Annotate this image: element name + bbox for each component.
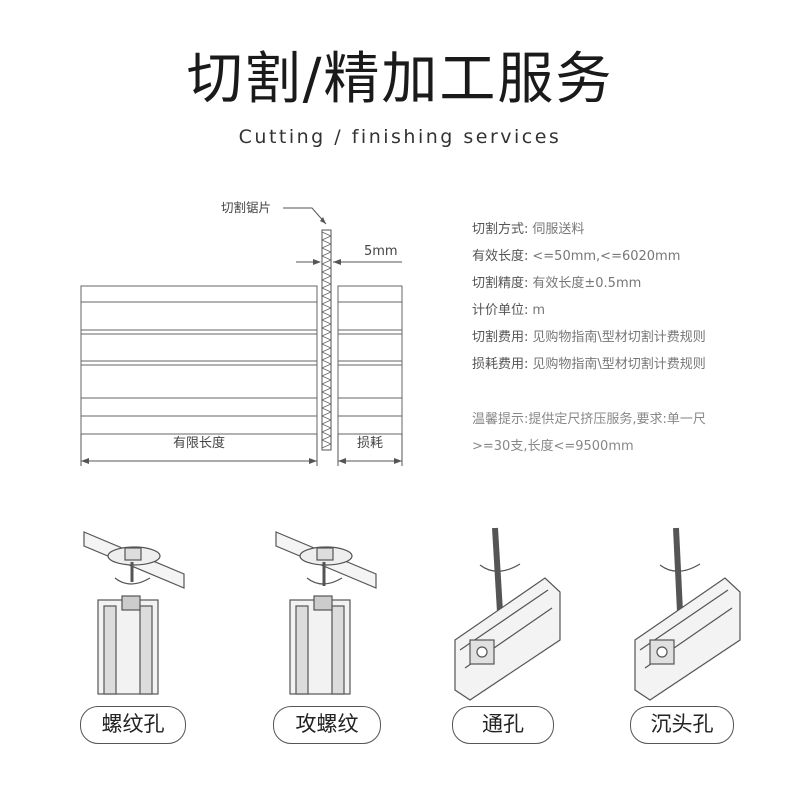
saw-blade-icon: [321, 229, 332, 451]
spec-list: 切割方式:伺服送料 有效长度:<=50mm,<=6020mm 切割精度:有效长度…: [472, 220, 706, 382]
spec-value: 伺服送料: [532, 222, 585, 237]
page-subtitle: Cutting / finishing services: [238, 126, 562, 148]
spec-label: 切割方式:: [472, 222, 529, 237]
warm-tip: 温馨提示:提供定尺挤压服务,要求:单一尺>=30支,长度<=9500mm: [472, 412, 706, 454]
spec-row: 计价单位:m: [472, 301, 706, 328]
service-label-tapping: 攻螺纹: [273, 706, 381, 744]
spec-row: 切割费用:见购物指南\型材切割计费规则: [472, 328, 706, 355]
kerf-dimension: 5mm: [364, 244, 398, 259]
service-label-through-hole: 通孔: [452, 706, 554, 744]
aluminum-profile-right: [337, 285, 403, 435]
spec-label: 切割精度:: [472, 276, 529, 291]
spec-label: 切割费用:: [472, 330, 529, 345]
spec-label: 损耗费用:: [472, 357, 529, 372]
spec-value: <=50mm,<=6020mm: [532, 249, 681, 264]
spec-row: 切割方式:伺服送料: [472, 220, 706, 247]
spec-row: 损耗费用:见购物指南\型材切割计费规则: [472, 355, 706, 382]
spec-value: m: [532, 303, 546, 318]
loss-label: 损耗: [357, 436, 383, 451]
saw-label: 切割锯片: [221, 200, 271, 215]
spec-label: 计价单位:: [472, 303, 529, 318]
spec-value: 见购物指南\型材切割计费规则: [532, 357, 706, 372]
aluminum-profile-left: [80, 285, 318, 435]
spec-label: 有效长度:: [472, 249, 529, 264]
service-label-threaded-hole: 螺纹孔: [80, 706, 186, 744]
page-title: 切割/精加工服务: [186, 47, 614, 112]
length-label: 有限长度: [173, 435, 225, 451]
spec-row: 切割精度:有效长度±0.5mm: [472, 274, 706, 301]
spec-row: 有效长度:<=50mm,<=6020mm: [472, 247, 706, 274]
service-label-countersunk-hole: 沉头孔: [630, 706, 734, 744]
threaded-hole-icon: [83, 531, 185, 695]
spec-value: 有效长度±0.5mm: [532, 276, 642, 291]
through-hole-icon: [454, 527, 561, 701]
tapping-icon: [275, 531, 377, 695]
countersunk-hole-icon: [634, 527, 741, 701]
spec-value: 见购物指南\型材切割计费规则: [532, 330, 706, 345]
